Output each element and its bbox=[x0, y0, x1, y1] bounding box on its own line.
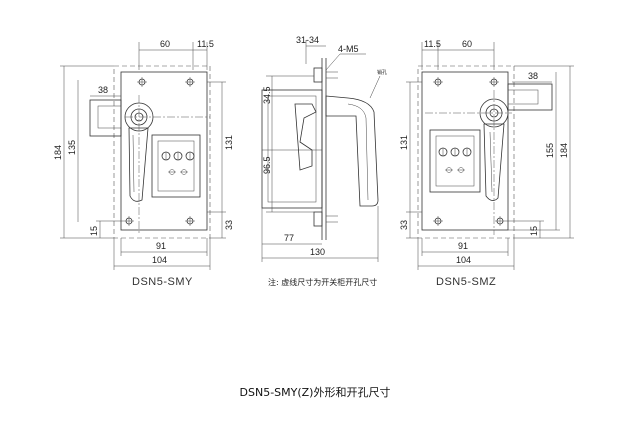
dim-left-104: 104 bbox=[152, 255, 167, 265]
dim-right-104: 104 bbox=[456, 255, 471, 265]
dim-side-34-5: 34.5 bbox=[262, 86, 272, 104]
side-view: 销孔 31-34 4-M5 34.5 96.5 77 130 注: 虚线尺寸为开… bbox=[261, 35, 387, 287]
dim-left-135: 135 bbox=[67, 140, 77, 155]
left-view: 60 11.5 38 184 135 131 33 15 91 104 bbox=[53, 39, 234, 288]
dim-left-91: 91 bbox=[156, 241, 166, 251]
dim-left-38: 38 bbox=[98, 85, 108, 95]
dim-left-184: 184 bbox=[53, 145, 63, 160]
dim-right-38: 38 bbox=[528, 71, 538, 81]
dim-left-11-5: 11.5 bbox=[197, 39, 214, 49]
dim-left-60: 60 bbox=[160, 39, 170, 49]
right-view: 11.5 60 38 131 33 155 184 15 91 10 bbox=[399, 39, 574, 288]
dim-right-131: 131 bbox=[399, 135, 409, 150]
dim-side-31-34: 31-34 bbox=[296, 35, 319, 45]
figure-caption: DSN5-SMY(Z)外形和开孔尺寸 bbox=[239, 386, 391, 399]
dim-side-77: 77 bbox=[284, 233, 294, 243]
dim-right-91: 91 bbox=[458, 241, 468, 251]
dim-right-33: 33 bbox=[399, 220, 409, 230]
dim-right-15: 15 bbox=[529, 226, 539, 236]
label-dsn5-smy: DSN5-SMY bbox=[132, 276, 193, 288]
dim-left-131: 131 bbox=[224, 135, 234, 150]
dim-side-4-m5: 4-M5 bbox=[338, 44, 359, 54]
dim-right-11-5: 11.5 bbox=[424, 39, 441, 49]
label-dsn5-smz: DSN5-SMZ bbox=[436, 276, 496, 288]
side-view-note: 注: 虚线尺寸为开关柜开孔尺寸 bbox=[268, 277, 377, 287]
dim-side-130: 130 bbox=[310, 247, 325, 257]
tag-pin-hole: 销孔 bbox=[377, 69, 387, 76]
dim-right-184: 184 bbox=[559, 143, 569, 158]
dim-left-33: 33 bbox=[224, 220, 234, 230]
dim-side-96-5: 96.5 bbox=[262, 156, 272, 174]
dim-left-15: 15 bbox=[89, 226, 99, 236]
dim-right-60: 60 bbox=[462, 39, 472, 49]
dim-right-155: 155 bbox=[545, 143, 555, 158]
